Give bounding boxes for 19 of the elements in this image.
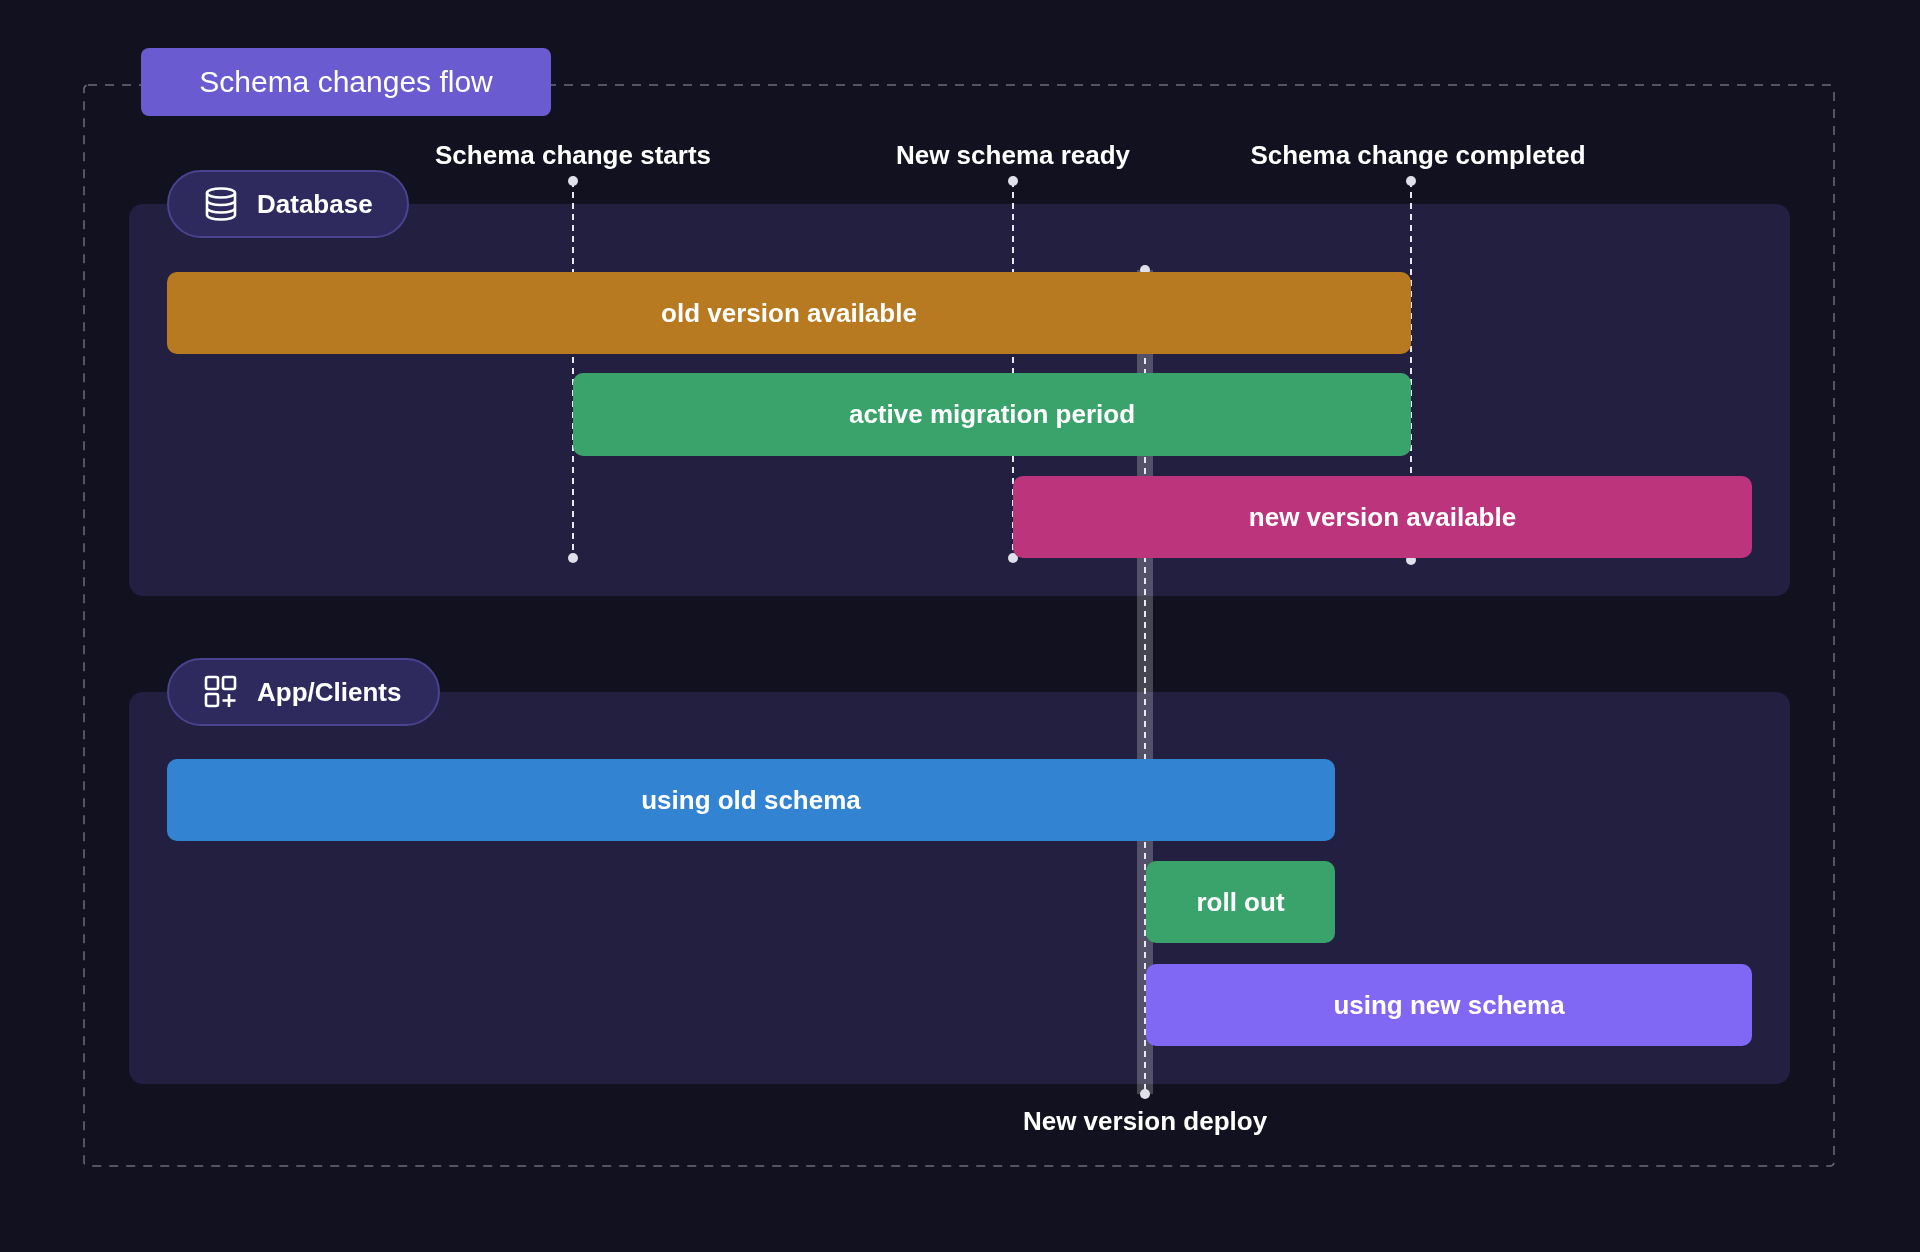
bar-label: using new schema [1333, 989, 1565, 1021]
lane-title: Database [257, 188, 373, 220]
milestone-label: Schema change completed [1250, 140, 1586, 171]
bar-label: using old schema [641, 784, 861, 816]
bar-label: roll out [1196, 886, 1285, 918]
bar-label: active migration period [848, 399, 1136, 430]
milestone-label: New schema ready [895, 140, 1131, 171]
bar-label: old version available [661, 297, 917, 329]
timeline-bar [167, 759, 1335, 841]
milestone-label: Schema change starts [435, 140, 711, 171]
bar-label: new version available [1248, 501, 1517, 533]
timeline-bar [167, 272, 1411, 354]
milestone-label: New version deploy [1022, 1106, 1268, 1137]
timeline-bar [1146, 964, 1752, 1046]
timeline-bar [1013, 476, 1752, 558]
timeline-bar [1146, 861, 1335, 943]
timeline-bar [573, 373, 1411, 456]
title-banner: Schema changes flow [141, 48, 551, 116]
lane-title: App/Clients [257, 676, 402, 708]
